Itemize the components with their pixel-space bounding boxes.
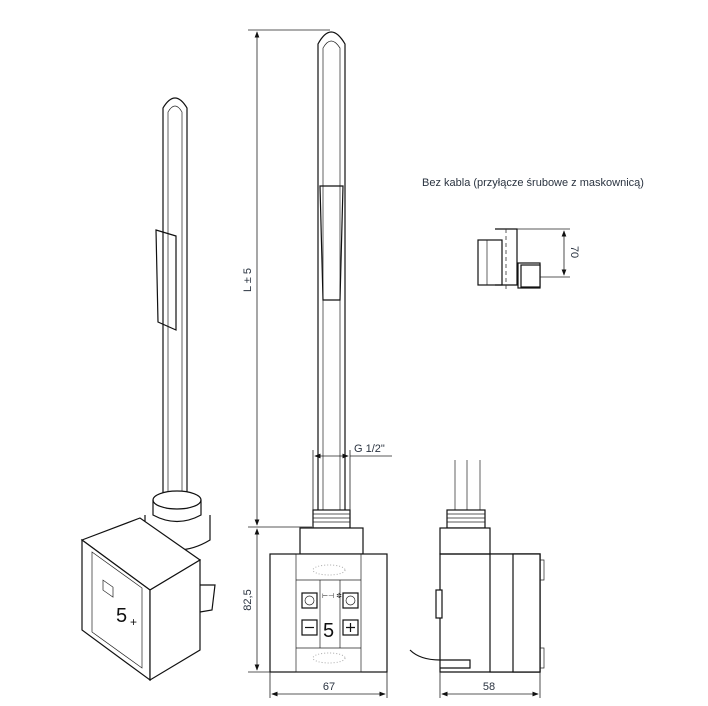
iso-display-digit: 5: [116, 605, 127, 627]
isometric-view: 5 +: [80, 97, 216, 682]
power-icon: [345, 595, 356, 606]
detail-note: Bez kabla (przyłącze śrubowe z maskownic…: [422, 177, 644, 189]
timer-button[interactable]: [301, 592, 318, 609]
cover-height-label: 70: [568, 246, 580, 258]
clock-icon: [304, 595, 315, 606]
side-view: 58: [409, 460, 545, 698]
display-digit: 5: [323, 620, 334, 642]
front-view: 5 ⊢⊣ ✲: [269, 31, 388, 673]
head-height-label: 82,5: [242, 589, 254, 610]
head-width-label: 67: [323, 681, 335, 693]
speaker-dots: [312, 564, 346, 664]
front-dimensions: L ± 5 82,5 67 G 1/2": [242, 29, 392, 698]
depth-label: 58: [483, 681, 495, 693]
thread-label: G 1/2": [354, 443, 385, 455]
length-label: L ± 5: [242, 268, 254, 292]
plus-icon: [346, 623, 355, 632]
mode-icons: ⊢⊣ ✲: [322, 592, 342, 600]
iso-plus-glyph: +: [130, 615, 137, 629]
power-button[interactable]: [342, 592, 359, 609]
detail-view: Bez kabla (przyłącze śrubowe z maskownic…: [422, 177, 644, 290]
